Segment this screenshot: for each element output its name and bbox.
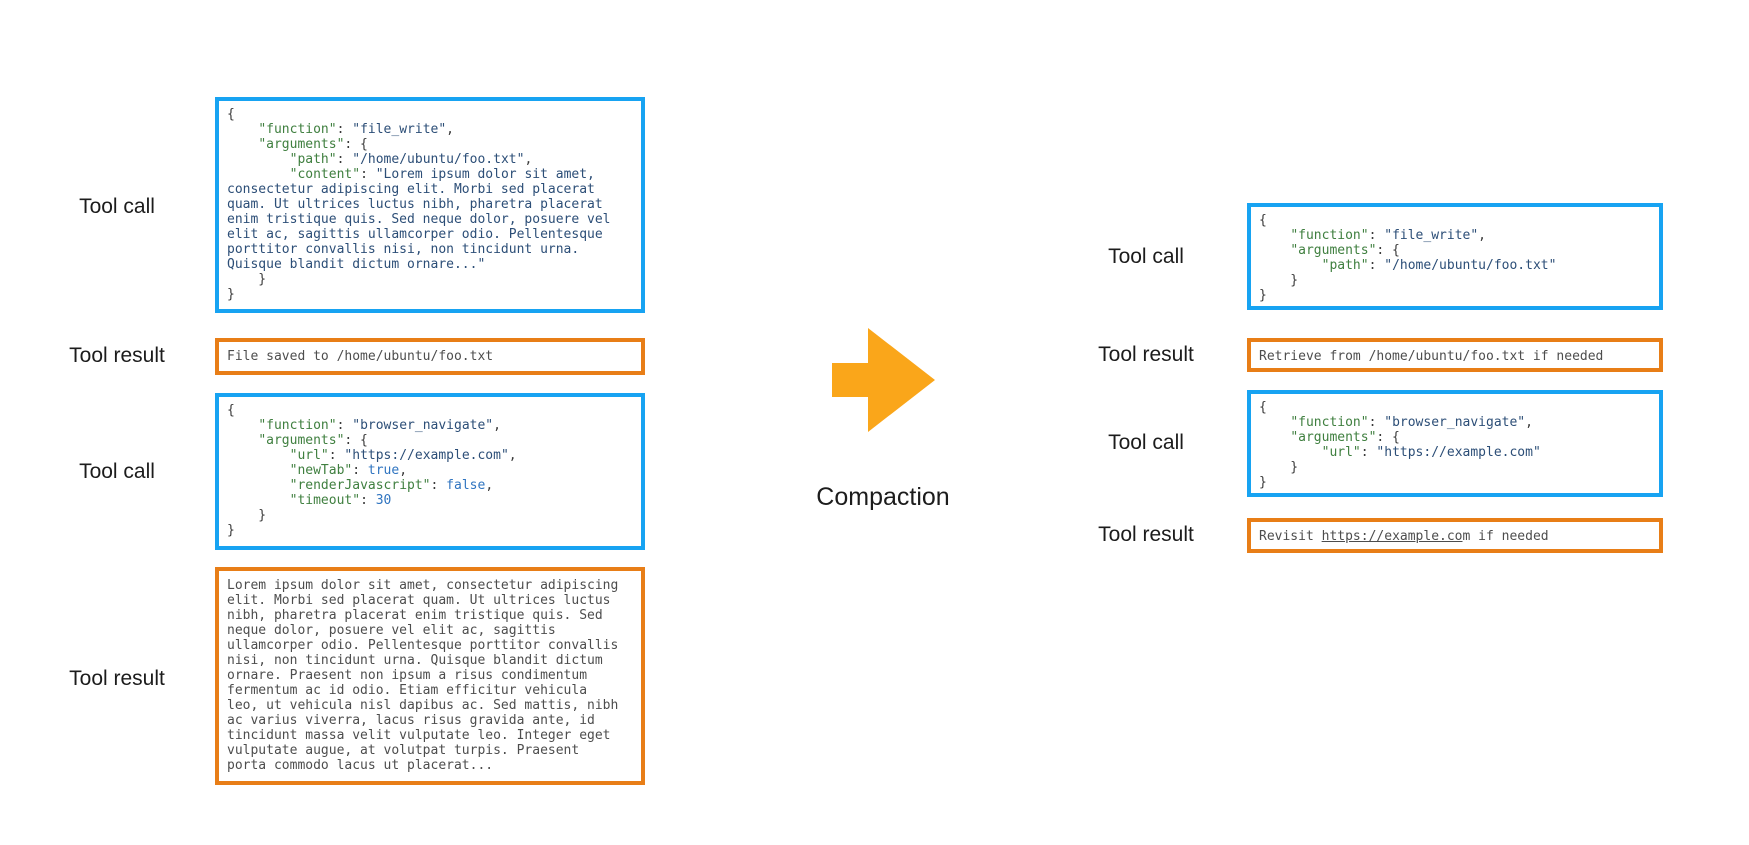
left-tool-call-1-box: { "function": "file_write", "arguments":… [215, 97, 645, 313]
compaction-arrow-icon [832, 328, 935, 432]
left-tool-result-2-box: Lorem ipsum dolor sit amet, consectetur … [215, 567, 645, 785]
left-tool-result-1-label: Tool result [69, 344, 165, 367]
left-tool-call-2-label: Tool call [79, 460, 155, 483]
right-tool-result-1-label: Tool result [1098, 343, 1194, 366]
right-tool-call-2-label: Tool call [1108, 431, 1184, 454]
left-tool-result-1-box: File saved to /home/ubuntu/foo.txt [215, 338, 645, 375]
right-tool-result-2-box: Revisit https://example.com if needed [1247, 518, 1663, 553]
left-tool-result-2-label: Tool result [69, 667, 165, 690]
right-tool-call-1-box: { "function": "file_write", "arguments":… [1247, 203, 1663, 310]
right-tool-call-1-label: Tool call [1108, 245, 1184, 268]
right-tool-result-1-box: Retrieve from /home/ubuntu/foo.txt if ne… [1247, 338, 1663, 372]
left-tool-call-1-label: Tool call [79, 195, 155, 218]
compaction-label: Compaction [816, 483, 950, 511]
right-tool-call-2-box: { "function": "browser_navigate", "argum… [1247, 390, 1663, 497]
left-tool-call-2-box: { "function": "browser_navigate", "argum… [215, 393, 645, 550]
right-tool-result-2-label: Tool result [1098, 523, 1194, 546]
